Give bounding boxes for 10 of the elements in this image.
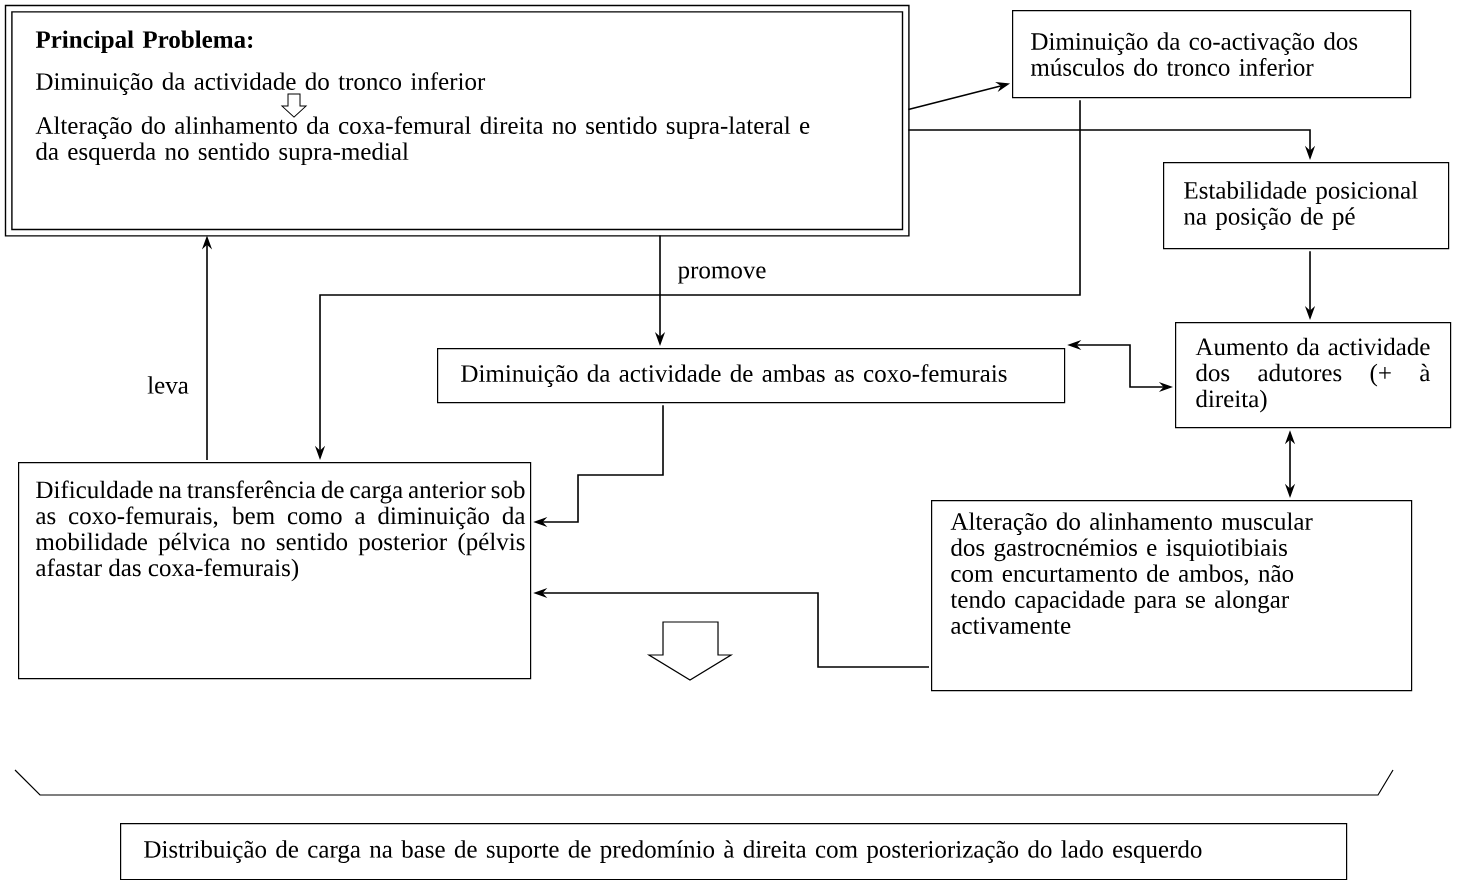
process-box: Diminuição da co-activação dos músculos do tronco inferior — [1012, 10, 1412, 99]
process-box: Estabilidade posicional na posição de pé — [1163, 162, 1450, 250]
process-box: Distribuição de carga na base de suporte de predomínio à direita com posteriorização do lado esquerdo — [120, 823, 1348, 880]
edge-label: promove — [675, 264, 769, 286]
process-box: Diminuição da actividade de ambas as coxo-femurais — [437, 348, 1066, 404]
process-box: Aumento da actividade dos adutores (+ à direita) — [1175, 322, 1452, 429]
double-bordered-box: Principal Problema: Diminuição da actividade do tronco inferior Alteração do alinhamento da coxa-femural direita no sentido supra-lateral e da esquerda no sentido supra-medial — [4, 4, 910, 237]
process-box: Alteração do alinhamento muscular dos gastrocnémios e isquiotibiais com encurtamento de ambos, não tendo capacidade para se alongar activamente — [931, 500, 1413, 692]
edge-label: leva — [145, 374, 191, 396]
process-box: Dificuldade na transferência de carga anterior sob as coxo-femurais, bem como a diminuição da mobilidade pélvica no sentido posterior (pélvis afastar das coxa-femurais) — [18, 462, 532, 680]
